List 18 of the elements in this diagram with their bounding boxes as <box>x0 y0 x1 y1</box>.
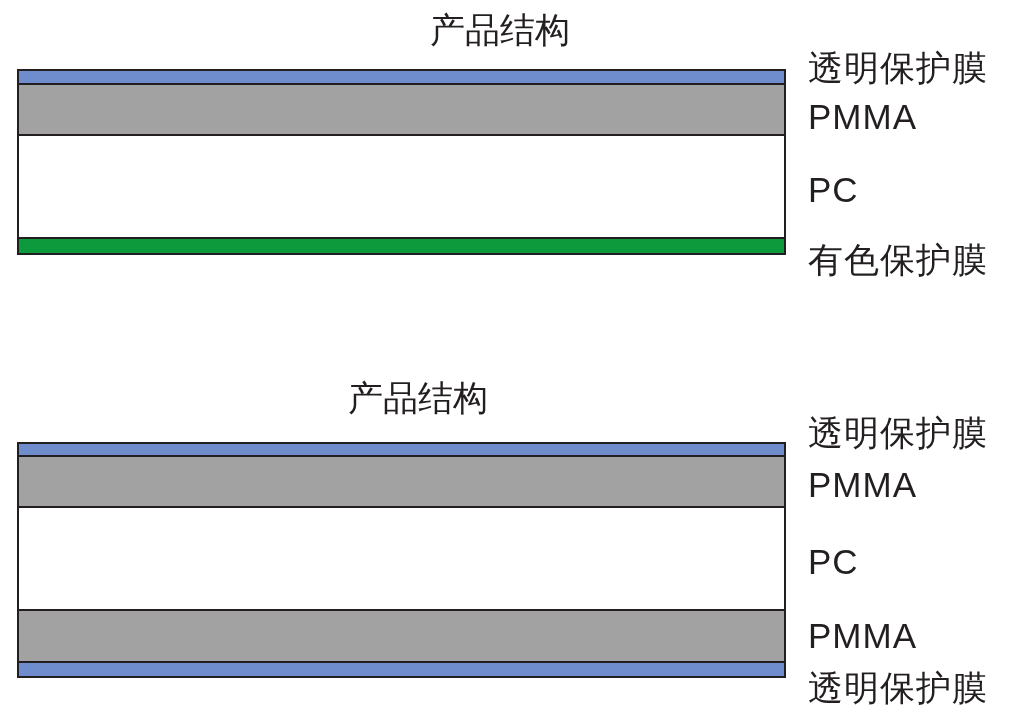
layer-label: PMMA <box>808 616 917 656</box>
pmma-layer <box>17 609 786 663</box>
layer-label: PC <box>808 542 859 582</box>
layer-label: PMMA <box>808 97 917 137</box>
pmma-layer <box>17 83 786 136</box>
layer-label: PC <box>808 170 859 210</box>
layer-label: 透明保护膜 <box>808 668 988 708</box>
layer-label: 透明保护膜 <box>808 48 988 88</box>
pmma-layer <box>17 455 786 508</box>
pc-layer <box>17 506 786 611</box>
structure-title: 产品结构 <box>348 378 488 418</box>
protective-film-layer <box>17 237 786 255</box>
layer-label: 有色保护膜 <box>808 240 988 280</box>
structure-title: 产品结构 <box>430 10 570 50</box>
pc-layer <box>17 134 786 239</box>
layer-label: 透明保护膜 <box>808 413 988 453</box>
protective-film-layer <box>17 661 786 678</box>
layer-label: PMMA <box>808 465 917 505</box>
